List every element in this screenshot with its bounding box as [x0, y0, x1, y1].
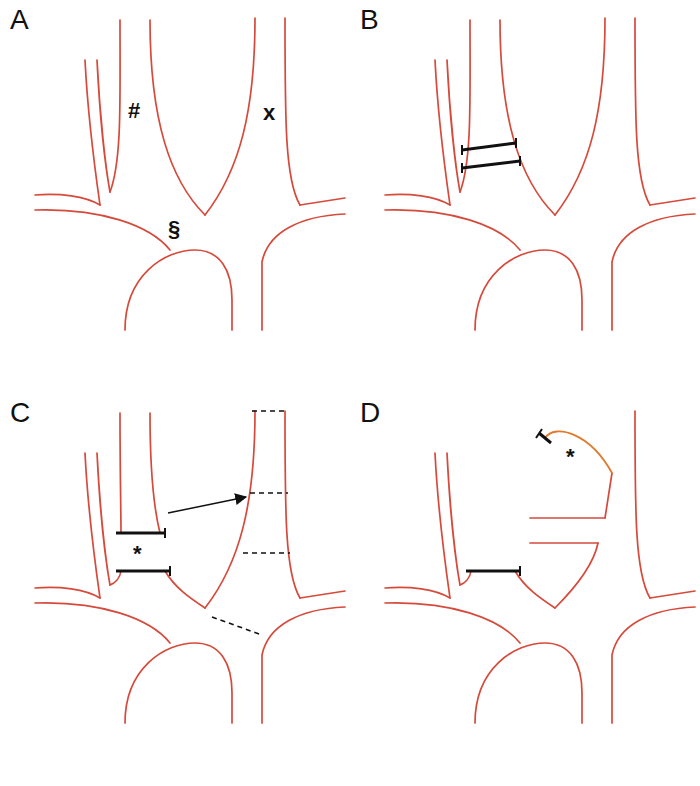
- vessel-marker: §: [168, 218, 180, 240]
- panel-c-vessels: [35, 411, 345, 723]
- segment-marker: *: [133, 543, 142, 565]
- panel-d-vessels: [385, 411, 695, 723]
- panel-letter: D: [360, 399, 380, 427]
- panel-letter: C: [10, 399, 30, 427]
- segment-marker: *: [566, 446, 575, 468]
- panel-b-vessels: [385, 18, 695, 330]
- vessel-marker: x: [263, 102, 275, 124]
- panel-letter: B: [360, 6, 379, 34]
- panel-letter: A: [10, 6, 29, 34]
- vessel-marker: #: [128, 100, 140, 122]
- panel-a-vessels: [35, 18, 345, 330]
